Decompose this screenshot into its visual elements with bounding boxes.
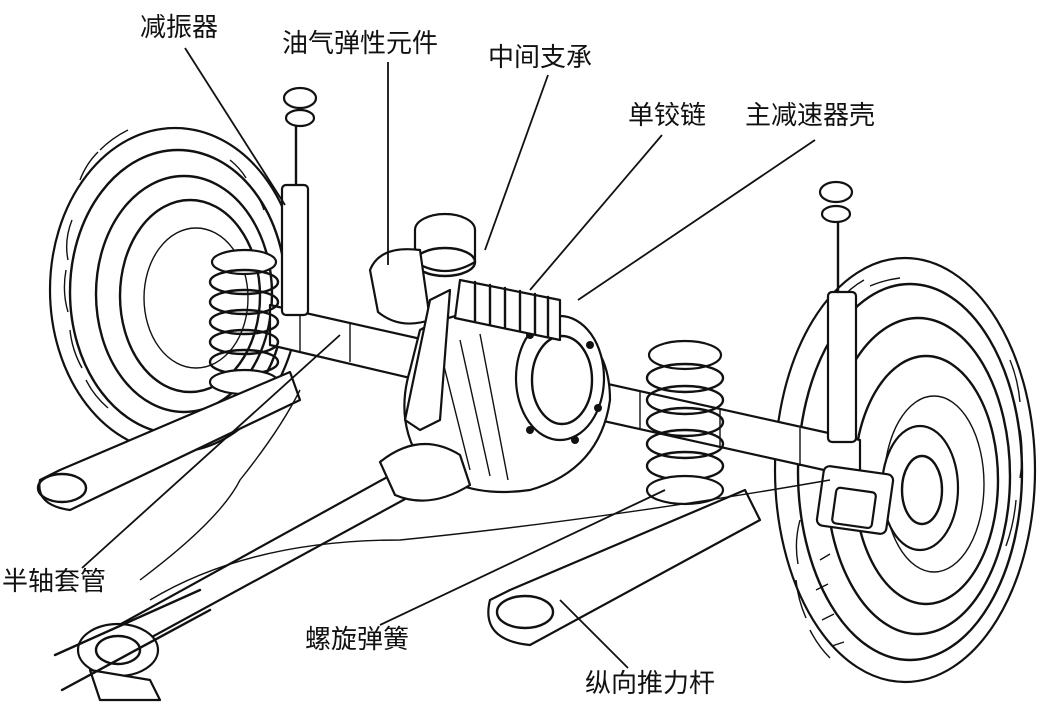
torque-tube [53,443,472,702]
final-drive-housing [403,310,612,494]
center-support [368,212,477,432]
right-wheel [773,256,1037,684]
label-shock-absorber: 减振器 [140,13,218,43]
label-axle-housing-tube: 半轴套管 [2,567,106,597]
brake-cables [139,389,831,601]
label-hydropneumatic-element: 油气弹性元件 [282,29,438,59]
right-coil-spring [645,339,725,506]
leader-lines [81,47,816,669]
label-center-support: 中间支承 [488,43,592,73]
label-final-drive-housing: 主减速器壳 [745,101,875,131]
label-trailing-arm: 纵向推力杆 [585,669,715,699]
propshaft-bellows [453,278,562,342]
right-trailing-arm [487,488,762,647]
label-single-hinge: 单铰链 [628,101,706,131]
left-shock-absorber [280,86,318,317]
left-trailing-arm [36,370,302,512]
right-shock-absorber [818,180,858,444]
label-coil-spring: 螺旋弹簧 [305,625,409,655]
